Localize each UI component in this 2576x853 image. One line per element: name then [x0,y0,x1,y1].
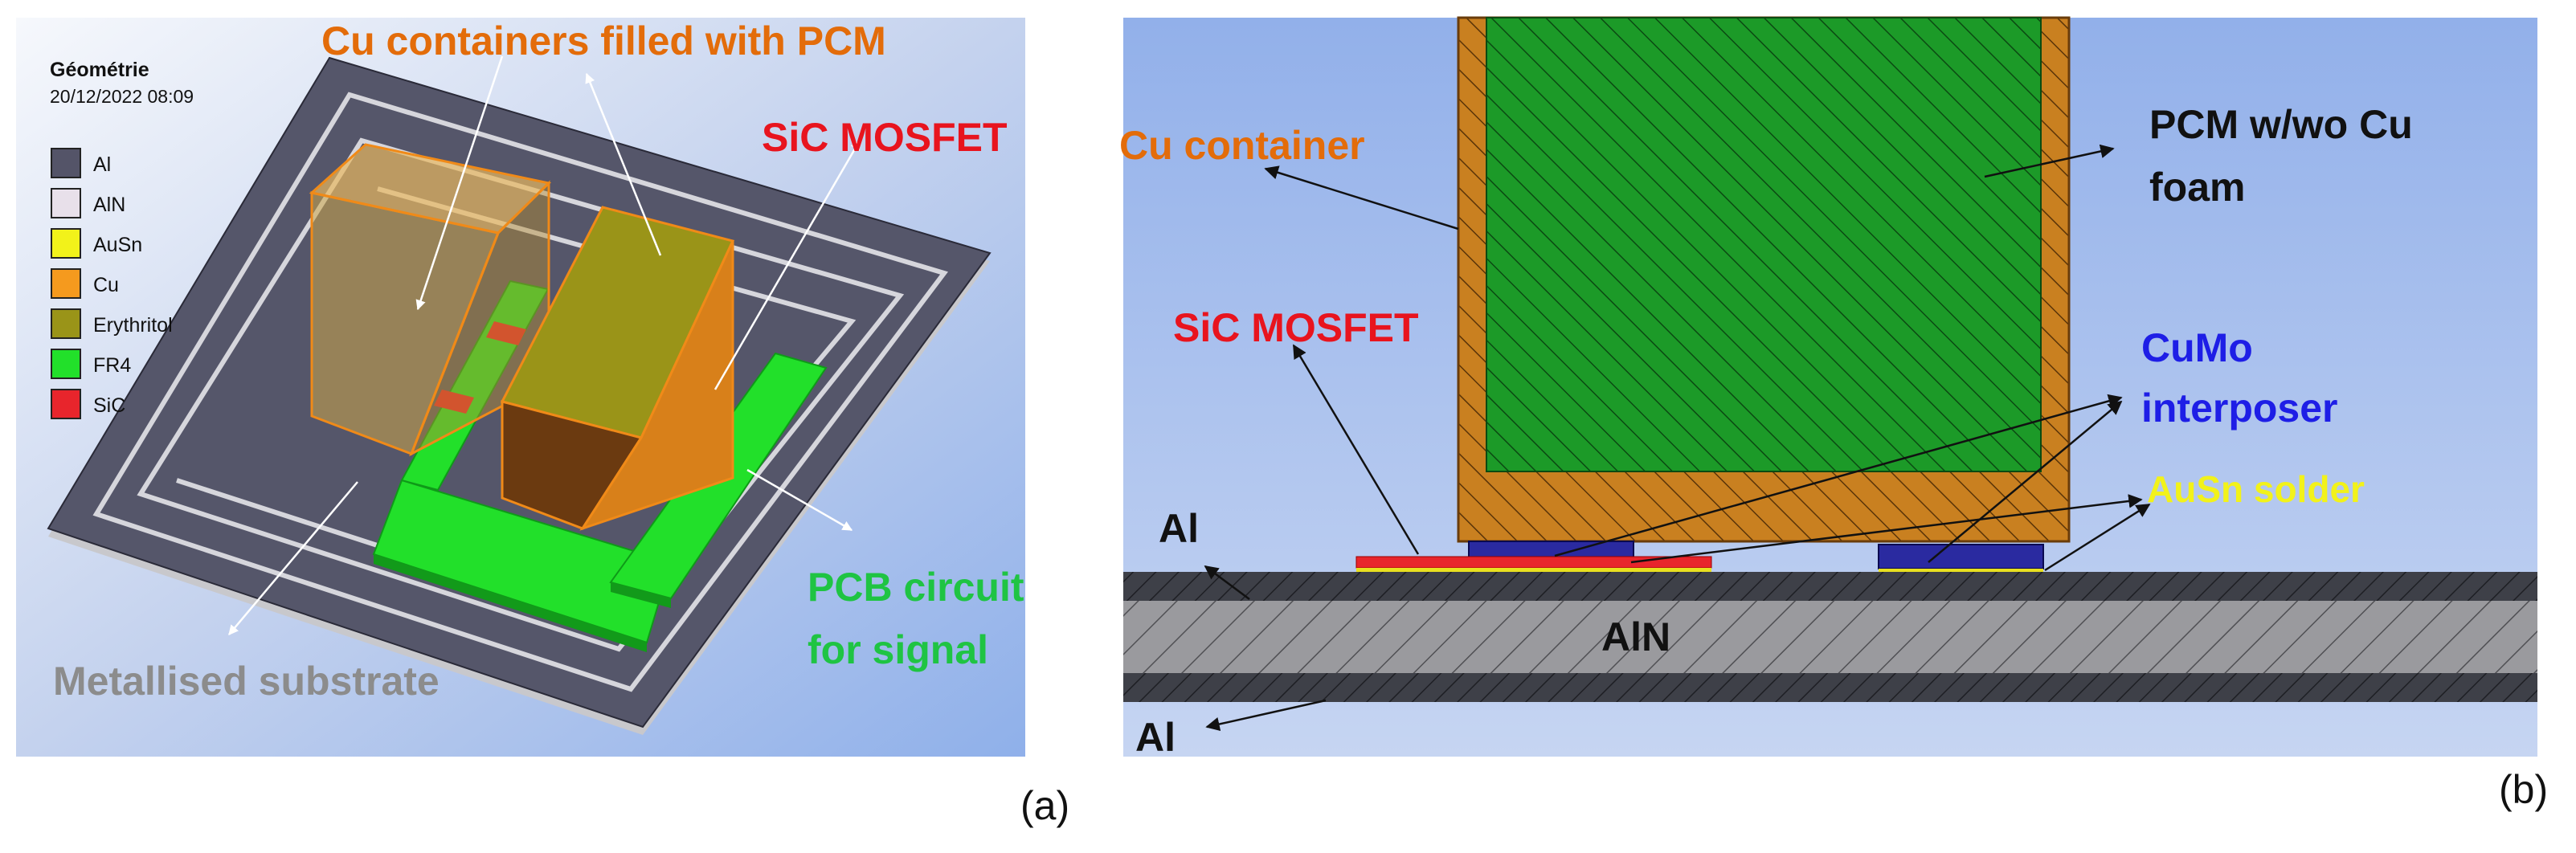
label-pcm-line2: foam [2149,165,2245,210]
label-cu-containers: Cu containers filled with PCM [321,18,886,63]
legend-swatch-al [51,148,81,178]
legend-swatch-cu [51,268,81,299]
panel-b: Cu container PCM w/wo Cu foam SiC MOSFET… [1119,16,2548,812]
geometry-date: 20/12/2022 08:09 [50,86,194,107]
legend-swatch-ausn [51,228,81,259]
legend-label-al: Al [93,153,111,176]
label-sic-mosfet-a: SiC MOSFET [762,115,1008,160]
label-pcb-line1: PCB circuit [808,565,1024,610]
panel-a-arrows [228,55,861,635]
legend-label-sic: SiC [93,394,125,417]
legend-label-erythritol: Erythritol [93,314,173,337]
legend-label-aln: AlN [93,194,125,216]
label-cumo-line2: interposer [2141,386,2338,431]
label-aln: AlN [1601,614,1670,659]
legend-swatch-sic [51,389,81,419]
legend-label-ausn: AuSn [93,234,142,256]
panel-a-tag: (a) [1020,783,1069,828]
ausn-solder-left [1356,568,1711,572]
label-cu-container: Cu container [1119,123,1365,168]
ausn-solder-right [1879,569,2043,572]
label-ausn-solder: AuSn solder [2147,468,2365,510]
legend-label-fr4: FR4 [93,354,131,377]
cumo-interposer-right [1878,544,2044,569]
legend-swatch-aln [51,188,81,218]
label-cumo-line1: CuMo [2141,325,2253,370]
legend-label-cu: Cu [93,274,119,296]
geometry-title: Géométrie [50,59,149,81]
aln-layer [1123,601,2537,673]
label-pcb-line2: for signal [808,627,988,672]
label-sic-mosfet-b: SiC MOSFET [1173,305,1419,350]
label-al-top: Al [1159,506,1199,551]
al-bottom-layer [1123,673,2537,702]
pcm-fill [1486,17,2042,472]
legend-swatch-fr4 [51,349,81,379]
cu-container-2 [500,206,735,531]
label-substrate: Metallised substrate [53,659,440,704]
label-pcm-line1: PCM w/wo Cu [2149,102,2413,147]
al-top-layer [1123,572,2537,601]
panel-b-tag: (b) [2499,767,2548,812]
legend-swatch-erythritol [51,308,81,339]
panel-b-arrows [1204,144,2151,732]
label-al-bottom: Al [1135,715,1176,760]
